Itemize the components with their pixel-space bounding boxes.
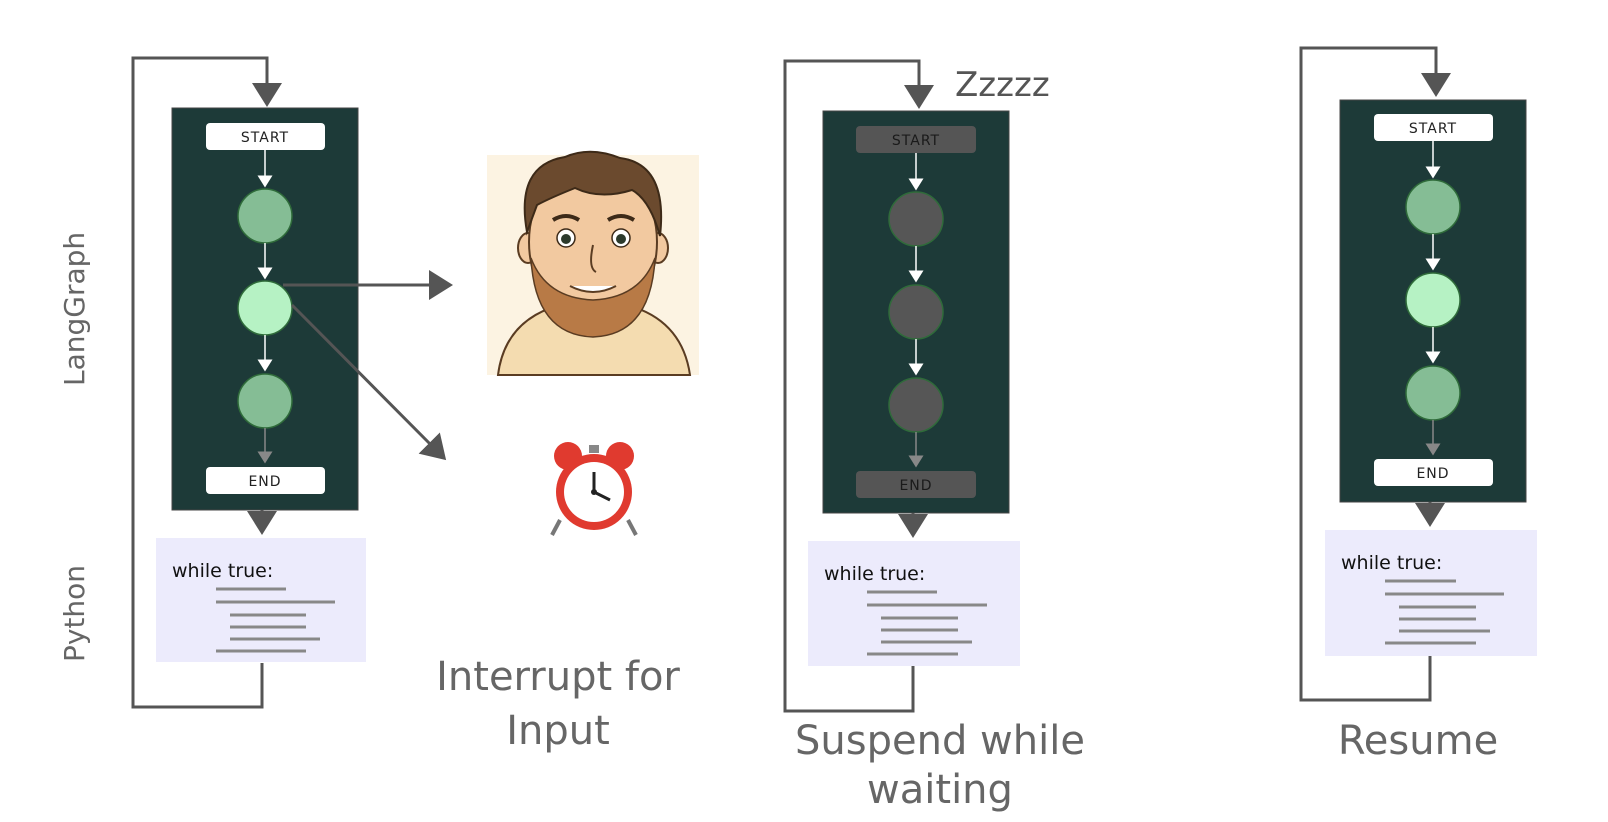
code-lines <box>216 587 335 653</box>
end-node <box>206 467 325 494</box>
loop-line <box>131 56 282 709</box>
caption-interrupt-line2: Input <box>506 708 610 754</box>
panel-suspend: Zzzzz START END while true: Suspend whil… <box>783 59 1085 813</box>
code-box <box>156 538 366 662</box>
start-node-label: START <box>1409 121 1457 137</box>
interrupt-arrow-clock <box>290 303 447 461</box>
caption-suspend-line1: Suspend while <box>795 718 1085 764</box>
graph-node-1 <box>237 188 293 244</box>
panel-resume: START END while true: Resume <box>1299 46 1537 764</box>
alarm-clock-icon <box>550 442 638 536</box>
panel-interrupt: START END while true: <box>131 56 699 754</box>
caption-suspend-line2: waiting <box>867 767 1013 813</box>
end-node-label: END <box>899 478 932 494</box>
start-node <box>856 126 976 153</box>
graph-node-3 <box>1405 365 1461 421</box>
code-text: while true: <box>1341 552 1442 574</box>
graph-node-2-current <box>237 280 293 336</box>
graph-node-3 <box>237 373 293 429</box>
end-node <box>1374 459 1493 486</box>
langgraph-label: LangGraph <box>58 232 91 386</box>
graph-node-2-current <box>1405 272 1461 328</box>
loop-line <box>783 59 934 713</box>
graph-node-1 <box>1405 179 1461 235</box>
end-node-label: END <box>1416 466 1449 482</box>
code-lines <box>867 590 987 656</box>
loop-line <box>1299 46 1451 702</box>
start-node <box>206 123 325 150</box>
person-illustration <box>487 150 699 376</box>
graph-node-2 <box>888 284 944 340</box>
code-lines <box>1385 579 1504 645</box>
caption-resume: Resume <box>1338 718 1498 764</box>
sleep-text: Zzzzz <box>955 65 1050 105</box>
graph-node-1 <box>888 191 944 247</box>
python-label: Python <box>58 565 91 662</box>
code-text: while true: <box>824 563 925 585</box>
caption-interrupt-line1: Interrupt for <box>436 654 680 700</box>
graph-node-3 <box>888 377 944 433</box>
start-node <box>1374 114 1493 141</box>
code-text: while true: <box>172 560 273 582</box>
start-node-label: START <box>892 133 940 149</box>
end-node <box>856 471 976 498</box>
start-node-label: START <box>241 130 289 146</box>
end-node-label: END <box>248 474 281 490</box>
